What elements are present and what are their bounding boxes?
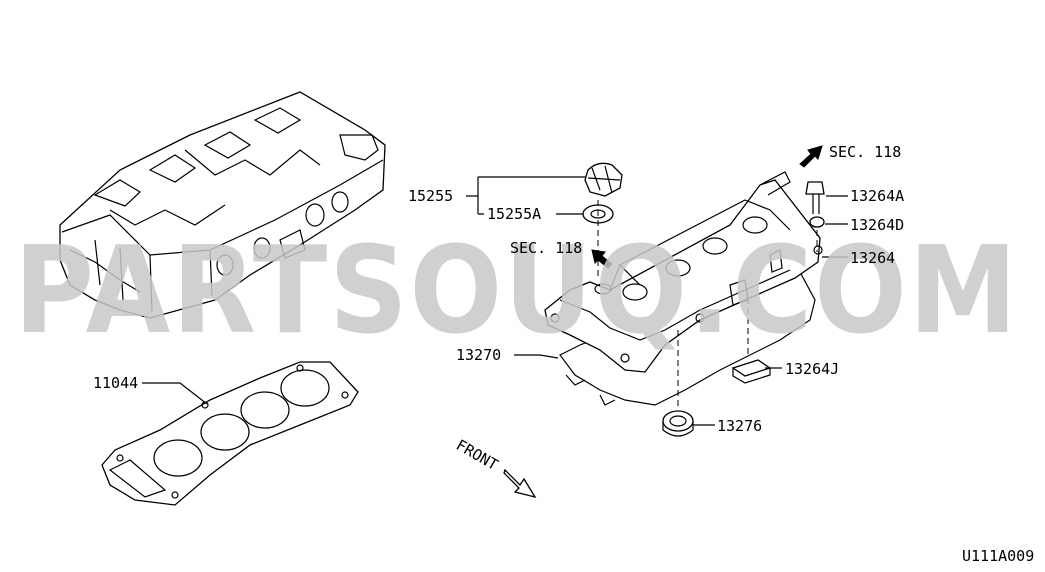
label-13270[interactable]: 13270 (456, 346, 501, 364)
rubber-pad-drawing (731, 359, 772, 384)
label-13264[interactable]: 13264 (850, 249, 895, 267)
label-11044[interactable]: 11044 (93, 374, 138, 392)
label-front: FRONT (453, 436, 501, 474)
sec-118-mid-arrow-icon (591, 249, 613, 269)
label-13264a[interactable]: 13264A (850, 187, 904, 205)
label-sec-118-top[interactable]: SEC. 118 (829, 143, 901, 161)
label-13264j[interactable]: 13264J (785, 360, 839, 378)
seal-ring-drawing (662, 410, 694, 437)
label-15255[interactable]: 15255 (408, 187, 453, 205)
sec-118-top-arrow-icon (799, 145, 823, 168)
head-gasket-drawing (101, 361, 359, 506)
diagram-code: U111A009 (962, 547, 1034, 565)
bolt-drawing (805, 181, 825, 228)
rocker-cover-drawing (544, 171, 823, 406)
label-15255a[interactable]: 15255A (487, 205, 541, 223)
leader-lines (142, 176, 848, 426)
label-13276[interactable]: 13276 (717, 417, 762, 435)
cylinder-head-drawing (59, 91, 386, 319)
front-arrow-icon (503, 468, 537, 499)
label-sec-118-mid[interactable]: SEC. 118 (510, 239, 582, 257)
watermark-text: PARTSOUQ.COM (14, 222, 1019, 361)
oil-filler-cap-drawing (584, 162, 623, 197)
label-13264d[interactable]: 13264D (850, 216, 904, 234)
